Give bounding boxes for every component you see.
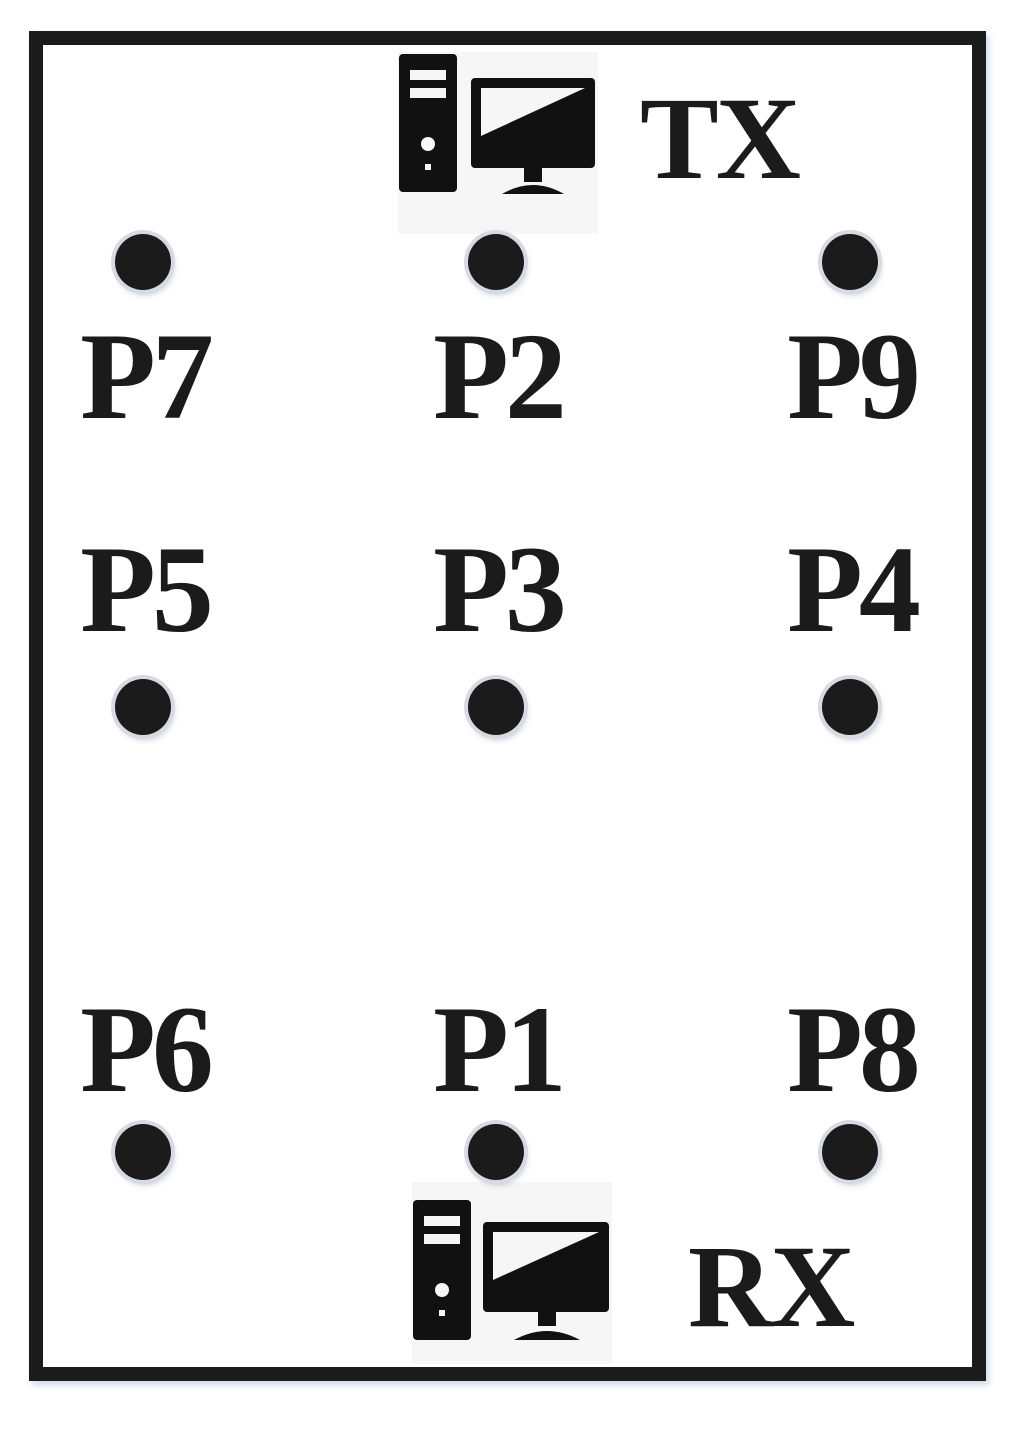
point-p4-marker <box>822 679 878 735</box>
point-p7-marker <box>115 234 171 290</box>
point-p8-marker <box>822 1124 878 1180</box>
tx-label: TX <box>640 73 801 204</box>
point-p3-marker <box>468 679 524 735</box>
point-p3-label: P3 <box>433 521 567 658</box>
point-p8-label: P8 <box>787 981 921 1118</box>
rx-label: RX <box>688 1221 855 1352</box>
point-p2-marker <box>468 234 524 290</box>
point-p6-marker <box>115 1124 171 1180</box>
point-p5-label: P5 <box>80 521 214 658</box>
point-p4-label: P4 <box>787 521 921 658</box>
tx-computer-icon <box>398 52 598 234</box>
point-p9-label: P9 <box>787 308 921 445</box>
point-p9-marker <box>822 234 878 290</box>
rx-computer-icon <box>412 1182 612 1364</box>
point-p5-marker <box>115 679 171 735</box>
point-p2-label: P2 <box>433 308 567 445</box>
point-p1-marker <box>468 1124 524 1180</box>
point-p7-label: P7 <box>80 308 214 445</box>
point-p6-label: P6 <box>80 981 214 1118</box>
point-p1-label: P1 <box>433 981 567 1118</box>
